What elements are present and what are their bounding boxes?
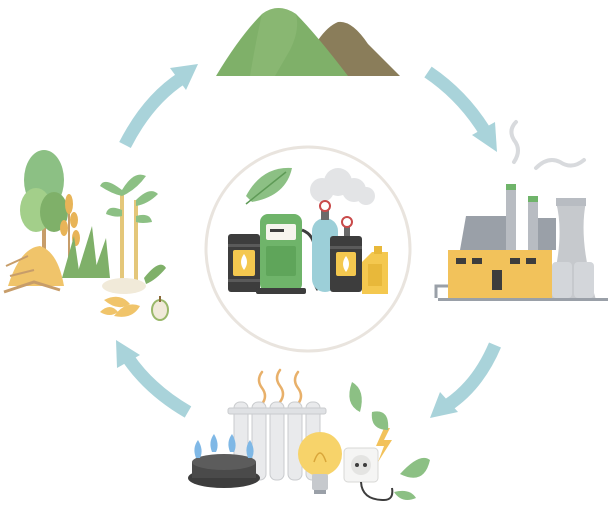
banana-peels [100, 296, 140, 317]
arrow-top-left [119, 64, 198, 148]
apple-core [151, 296, 169, 321]
tree [20, 150, 68, 262]
factory-icon [434, 120, 608, 301]
barrel-left [228, 234, 260, 292]
smoke-cloud [310, 168, 375, 205]
biomass-plants-icon [3, 150, 169, 321]
leaves [349, 382, 430, 500]
leaf-icon [245, 167, 292, 205]
barrel-right [330, 216, 362, 292]
fuel-canister [362, 246, 388, 294]
root-vegetables [102, 264, 166, 294]
arrow-top-right [424, 66, 497, 152]
wheat [60, 194, 80, 272]
mountains-icon [216, 8, 400, 76]
gas-burner [188, 434, 260, 488]
grass [62, 226, 110, 278]
energy-uses-icon [188, 368, 430, 502]
light-bulb [298, 432, 342, 494]
cycle-arrows [116, 64, 501, 418]
arrow-bottom-right [430, 342, 501, 418]
biofuels-icon [204, 145, 412, 353]
power-socket [343, 447, 394, 502]
sugar-cane [100, 174, 158, 280]
straw-pile [8, 246, 64, 286]
arrow-bottom-left [116, 340, 192, 418]
lightning-bolt-icon [376, 428, 392, 462]
